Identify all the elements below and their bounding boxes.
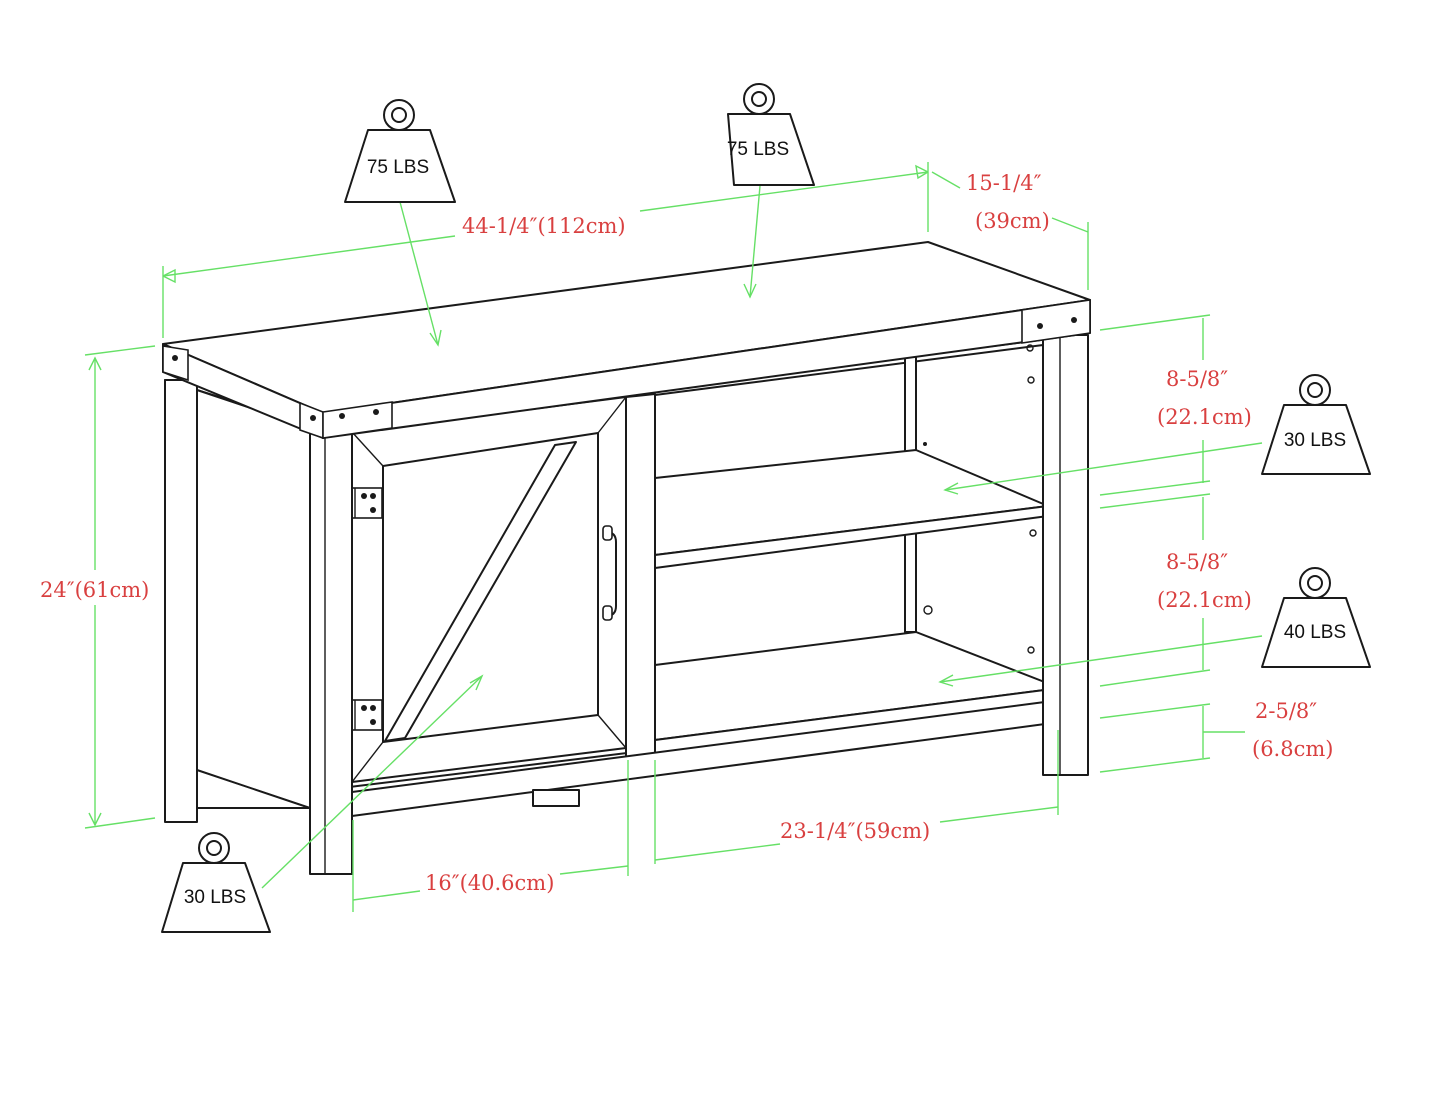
- corner-bracket-right: [1021, 299, 1091, 344]
- weight-icon-cabinet: 30 LBS: [161, 832, 271, 933]
- weight-icon: [1261, 597, 1371, 668]
- width-label: 44-1/4″(112cm): [462, 214, 626, 238]
- weight-label-upper-shelf: 30 LBS: [1284, 430, 1346, 451]
- weight-icon-upper-shelf: 30 LBS: [1261, 374, 1371, 475]
- weight-icon: [161, 862, 271, 933]
- weight-label-cabinet: 30 LBS: [184, 887, 246, 908]
- weight-label-top-left: 75 LBS: [367, 157, 429, 178]
- floor-clearance-cm-label: (6.8cm): [1252, 737, 1333, 761]
- weight-icon-top-left: 75 LBS: [344, 99, 456, 203]
- left-side-inner: [196, 389, 311, 809]
- center-divider: [625, 393, 656, 759]
- weight-icon: [727, 113, 815, 186]
- weight-icon-top-right: 75 LBS: [727, 83, 815, 186]
- dimension-labels: 44-1/4″(112cm) 15-1/4″ (39cm) 24″(61cm) …: [40, 171, 1333, 895]
- upper-gap-cm-label: (22.1cm): [1157, 405, 1252, 429]
- back-center-foot: [532, 789, 580, 807]
- left-back-leg: [164, 379, 198, 823]
- lower-gap-inches-label: 8-5/8″: [1166, 550, 1228, 574]
- weight-icon: [344, 129, 456, 203]
- open-width-label: 23-1/4″(59cm): [780, 819, 930, 843]
- barn-door-diagonal-brace: [384, 441, 577, 742]
- floor-clearance-inches-label: 2-5/8″: [1255, 699, 1317, 723]
- door-width-label: 16″(40.6cm): [425, 871, 554, 895]
- lower-gap-cm-label: (22.1cm): [1157, 588, 1252, 612]
- front-left-leg: [309, 427, 353, 875]
- depth-inches-label: 15-1/4″: [966, 171, 1042, 195]
- weight-label-lower-shelf: 40 LBS: [1284, 622, 1346, 643]
- front-right-leg: [1042, 334, 1089, 776]
- corner-bracket-left: [162, 345, 393, 440]
- weight-label-top-right: 75 LBS: [727, 139, 789, 160]
- upper-gap-inches-label: 8-5/8″: [1166, 367, 1228, 391]
- dimension-lines: [84, 162, 1263, 912]
- weight-icon-lower-shelf: 40 LBS: [1261, 567, 1371, 668]
- weight-icon: [1261, 404, 1371, 475]
- tv-stand-drawing: [162, 241, 1091, 875]
- height-label: 24″(61cm): [40, 578, 149, 602]
- depth-cm-label: (39cm): [975, 209, 1050, 233]
